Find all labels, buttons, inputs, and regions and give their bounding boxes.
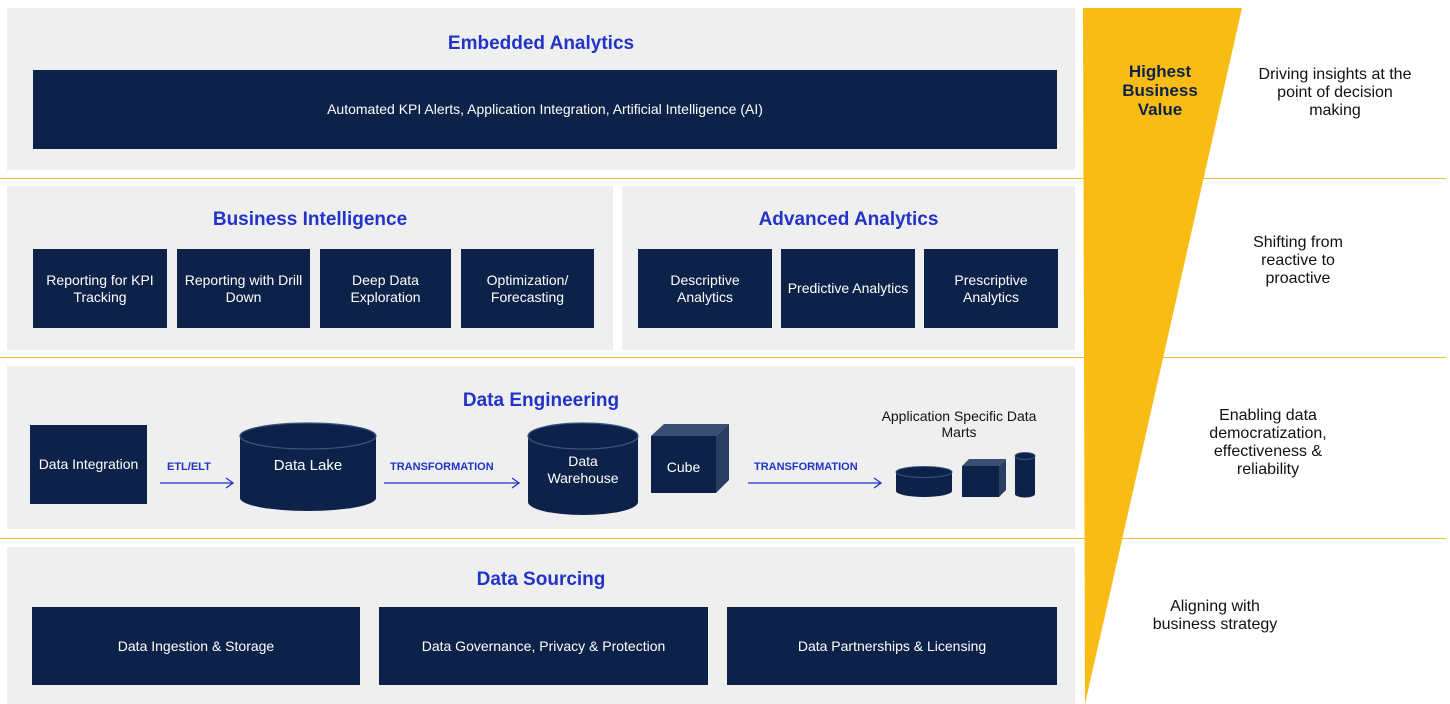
data-engineering-title: Data Engineering [462, 390, 620, 411]
data-sourcing-title: Data Sourcing [476, 569, 606, 590]
bi-box: Optimization/ Forecasting [461, 249, 594, 328]
value-triangle-icon [1083, 8, 1242, 704]
cube-label: Cube [666, 458, 701, 475]
embedded-analytics-panel: Embedded Analytics Automated KPI Alerts,… [7, 8, 1075, 170]
bi-box: Reporting with Drill Down [177, 249, 310, 328]
advanced-box: Predictive Analytics [781, 249, 915, 328]
data-mart-cylinder-icon [895, 466, 953, 497]
business-intelligence-title: Business Intelligence [212, 209, 408, 230]
advanced-analytics-title: Advanced Analytics [758, 209, 939, 230]
bi-box: Reporting for KPI Tracking [33, 249, 167, 328]
cube-icon [651, 424, 729, 493]
data-warehouse-cylinder-icon [527, 422, 639, 515]
arrow-icon [748, 477, 883, 489]
sourcing-box: Data Partnerships & Licensing [727, 607, 1057, 685]
data-engineering-panel: Data Engineering Data Integration ETL/EL… [7, 366, 1075, 529]
sourcing-box: Data Ingestion & Storage [32, 607, 360, 685]
data-lake-label: Data Lake [273, 456, 343, 474]
separator-line [0, 178, 1446, 179]
separator-line [0, 357, 1446, 358]
transformation-label: TRANSFORMATION [754, 461, 858, 473]
advanced-box: Prescriptive Analytics [924, 249, 1058, 328]
data-mart-tall-cylinder-icon [1014, 452, 1036, 498]
data-lake-cylinder-icon [239, 422, 377, 511]
embedded-analytics-title: Embedded Analytics [447, 33, 635, 54]
data-integration-box: Data Integration [30, 425, 147, 504]
advanced-analytics-panel: Advanced Analytics Descriptive Analytics… [622, 186, 1075, 350]
bi-box: Deep Data Exploration [320, 249, 451, 328]
right-text: Driving insights at the point of decisio… [1258, 66, 1412, 119]
embedded-analytics-bar: Automated KPI Alerts, Application Integr… [33, 70, 1057, 149]
data-marts-label: Application Specific Data Marts [881, 408, 1037, 440]
etl-elt-label: ETL/ELT [167, 461, 211, 473]
arrow-icon [384, 477, 521, 489]
separator-line [0, 538, 1446, 539]
highest-business-value-label: Highest Business Value [1122, 62, 1198, 119]
data-mart-cube-icon [962, 459, 1006, 497]
business-intelligence-panel: Business Intelligence Reporting for KPI … [7, 186, 613, 350]
right-text: Aligning with business strategy [1152, 598, 1278, 633]
right-text: Shifting from reactive to proactive [1253, 234, 1343, 287]
data-warehouse-label: Data Warehouse [547, 453, 619, 486]
data-sourcing-panel: Data Sourcing Data Ingestion & Storage D… [7, 547, 1075, 704]
transformation-label: TRANSFORMATION [390, 461, 494, 473]
arrow-icon [160, 477, 235, 489]
right-text: Enabling data democratization, effective… [1209, 407, 1327, 478]
sourcing-box: Data Governance, Privacy & Protection [379, 607, 708, 685]
advanced-box: Descriptive Analytics [638, 249, 772, 328]
